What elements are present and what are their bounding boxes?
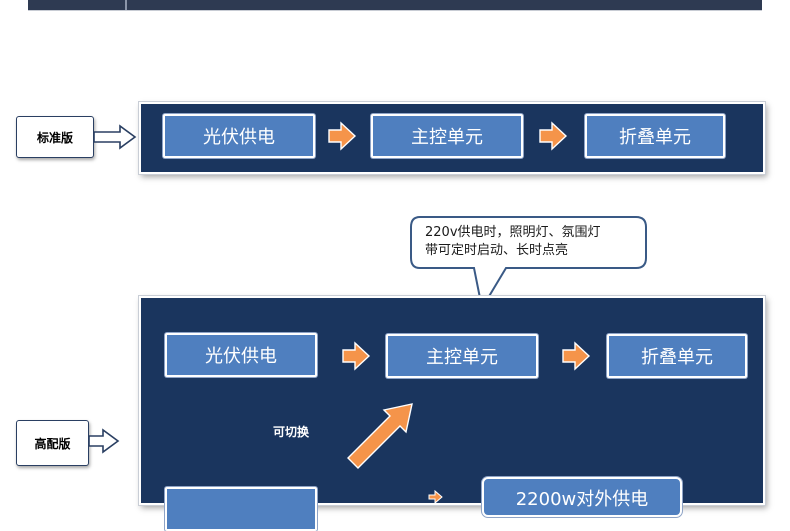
step-label: 折叠单元 bbox=[641, 347, 713, 368]
top-header-bar bbox=[28, 0, 762, 11]
orange-right-arrow-icon bbox=[342, 341, 371, 371]
step-label: 光伏供电 bbox=[203, 127, 275, 148]
outline-right-arrow-icon bbox=[88, 428, 120, 454]
premium-step-main-control: 主控单元 bbox=[386, 334, 538, 378]
step-label: 折叠单元 bbox=[619, 127, 691, 148]
switchable-label: 可切换 bbox=[273, 425, 310, 439]
grid-supply-label: 2200w对外供电 bbox=[515, 489, 649, 510]
premium-step-solar-power: 光伏供电 bbox=[165, 333, 317, 377]
outline-right-arrow-icon bbox=[93, 124, 137, 150]
standard-version-label: 标准版 bbox=[36, 130, 73, 145]
orange-right-arrow-icon bbox=[428, 489, 443, 505]
premium-flow-panel bbox=[139, 296, 765, 505]
standard-step-folding-unit: 折叠单元 bbox=[585, 114, 725, 158]
premium-version-tag: 高配版 bbox=[16, 420, 89, 466]
orange-right-arrow-icon bbox=[562, 341, 591, 371]
premium-grid-supply-box: 2200w对外供电 bbox=[482, 477, 682, 517]
orange-right-arrow-icon bbox=[328, 121, 357, 151]
step-label: 主控单元 bbox=[426, 347, 498, 368]
orange-diagonal-arrow-icon bbox=[347, 403, 413, 469]
callout-line-2: 带可定时启动、长时点亮 bbox=[425, 243, 569, 258]
callout-bubble bbox=[410, 216, 647, 311]
orange-right-arrow-icon bbox=[539, 121, 568, 151]
standard-step-solar-power: 光伏供电 bbox=[163, 114, 315, 158]
standard-step-main-control: 主控单元 bbox=[371, 114, 523, 158]
callout-line-1: 220v供电时，照明灯、氛围灯 bbox=[425, 225, 601, 240]
standard-version-tag: 标准版 bbox=[16, 116, 94, 158]
step-label: 主控单元 bbox=[411, 127, 483, 148]
step-label: 光伏供电 bbox=[205, 346, 277, 367]
premium-step-folding-unit: 折叠单元 bbox=[607, 334, 747, 378]
callout-text: 220v供电时，照明灯、氛围灯 带可定时启动、长时点亮 bbox=[425, 224, 601, 260]
premium-bottom-left-box bbox=[165, 487, 317, 531]
header-divider bbox=[125, 0, 127, 10]
premium-version-label: 高配版 bbox=[34, 436, 71, 451]
